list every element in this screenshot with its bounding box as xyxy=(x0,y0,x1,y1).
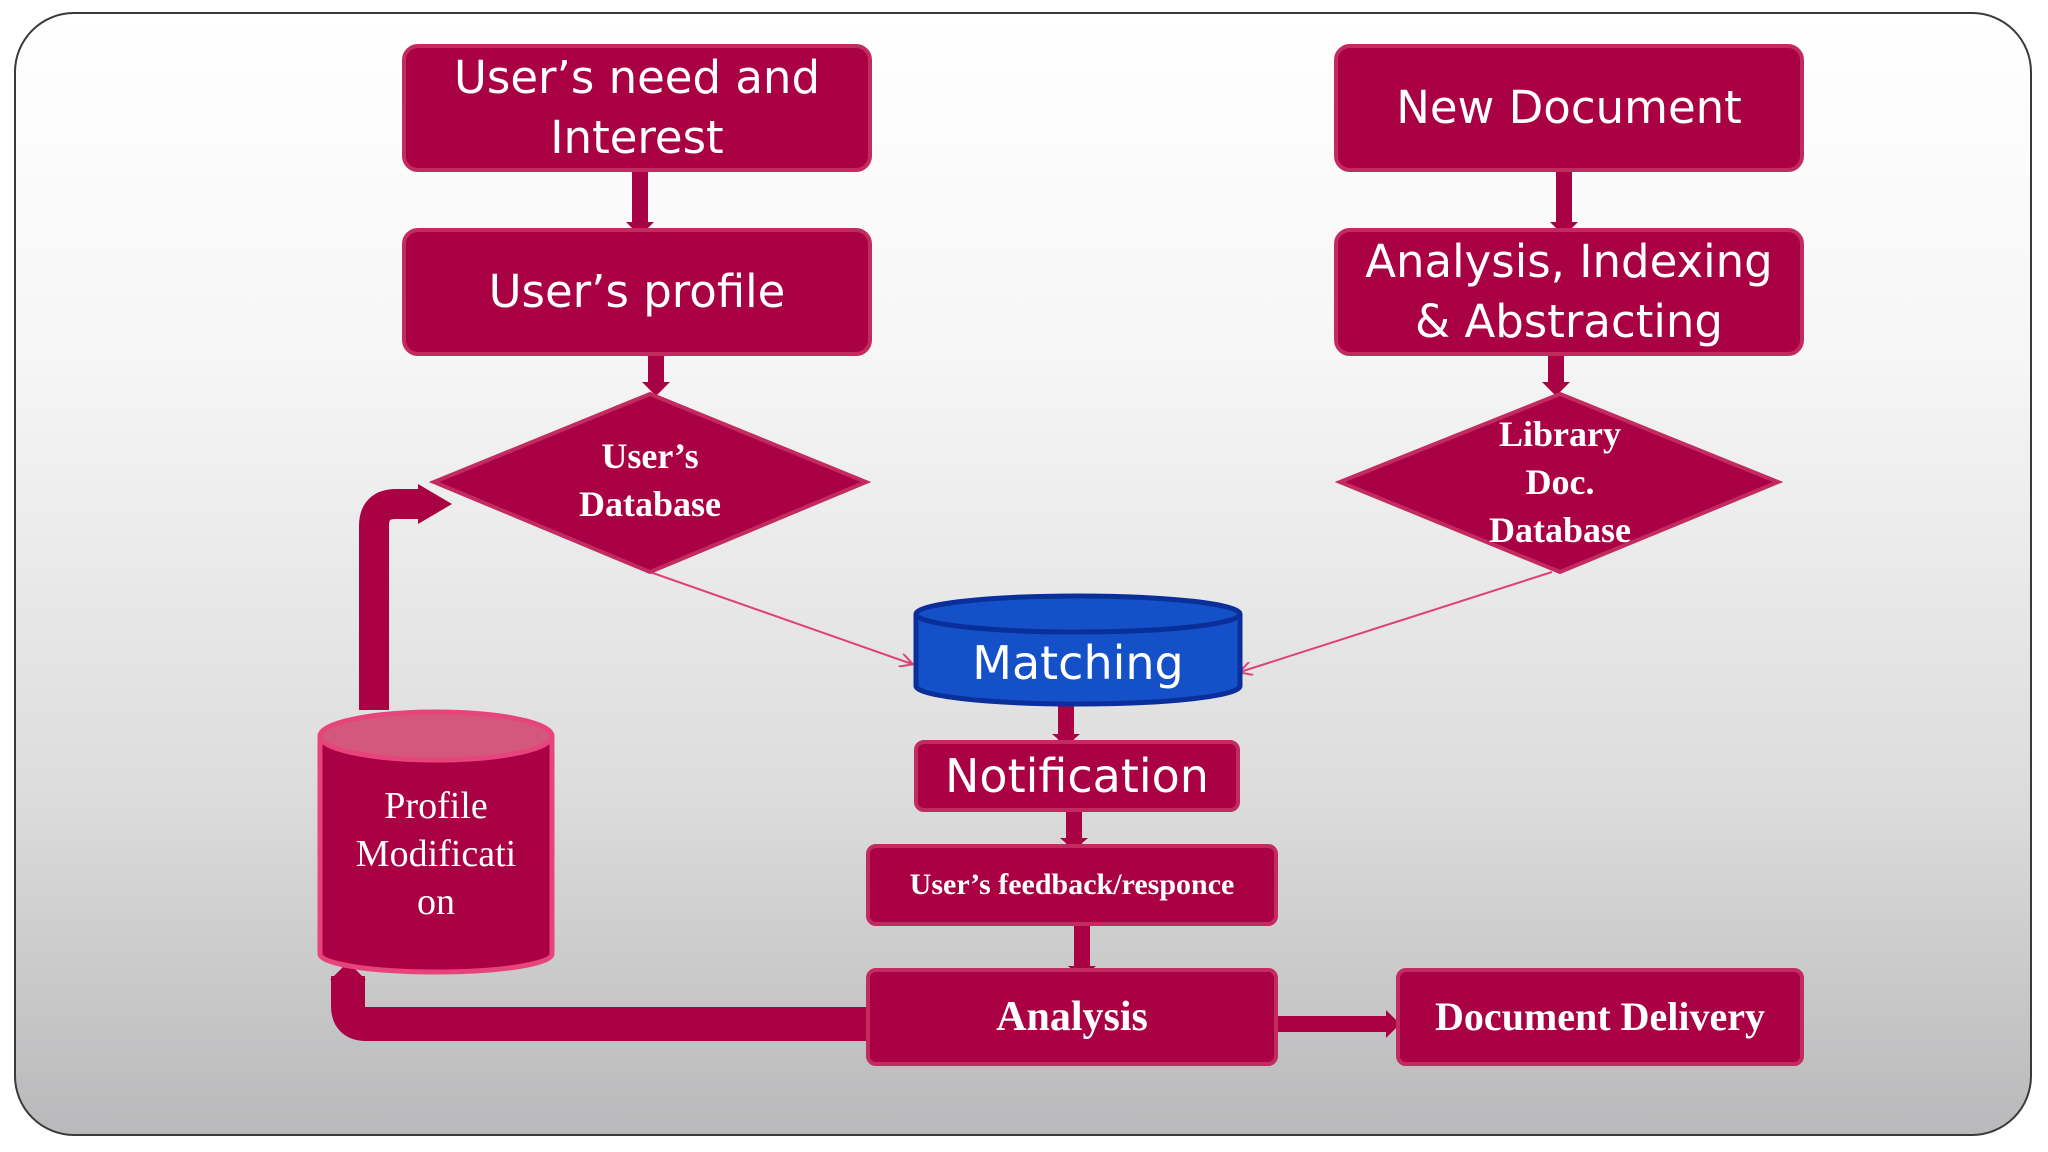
analysis-box xyxy=(866,968,1278,1066)
connector-matching-to-notification xyxy=(1052,700,1080,746)
matching-cylinder xyxy=(913,593,1243,707)
users-profile-box xyxy=(402,228,872,356)
users-need-box xyxy=(402,44,872,172)
connector-librarydb-to-matching xyxy=(1240,571,1553,672)
feedback-box xyxy=(866,844,1278,926)
new-document-box xyxy=(1334,44,1804,172)
notification-box xyxy=(914,740,1240,812)
analysis-indexing-box xyxy=(1334,228,1804,356)
connector-analysis-to-librarydb xyxy=(1542,352,1570,396)
document-delivery-box xyxy=(1396,968,1804,1066)
connector-userdb-to-matching xyxy=(649,571,912,664)
connector-newdoc-to-analysis xyxy=(1550,170,1578,236)
users-database-diamond xyxy=(428,391,872,575)
connector-profile-mod-to-userdb xyxy=(359,484,452,710)
connector-need-to-profile xyxy=(626,170,654,236)
connector-notification-to-feedback xyxy=(1060,808,1088,850)
connector-profile-to-userdb xyxy=(642,352,670,396)
connector-analysis-to-profile-mod xyxy=(330,962,880,1041)
connector-analysis-to-delivery xyxy=(1272,1010,1400,1038)
library-db-diamond xyxy=(1334,391,1784,575)
profile-modification-cylinder xyxy=(317,709,555,975)
